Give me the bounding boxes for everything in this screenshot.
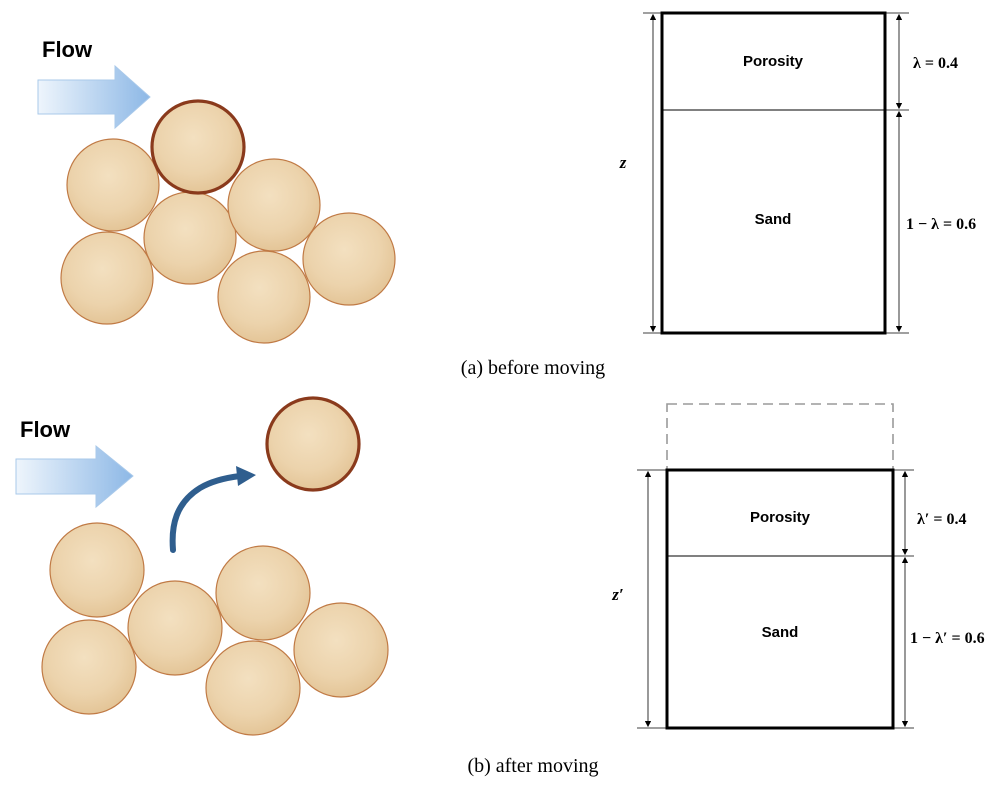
sand-grain (205, 640, 301, 736)
porosity-label: Porosity (743, 53, 804, 70)
sand-grain (66, 138, 160, 232)
sand-grain (302, 212, 396, 306)
sand-grain (60, 231, 154, 325)
flow-arrow-icon (37, 64, 151, 130)
sand-grain (293, 602, 389, 698)
flow-label: Flow (42, 37, 93, 62)
porosity-fraction-label: λ′ = 0.4 (917, 511, 966, 528)
sand-grain (215, 545, 311, 641)
height-label: z′ (611, 585, 623, 604)
lift-arrow-icon (169, 473, 243, 553)
sand-label: Sand (755, 211, 792, 228)
sand-grains-stack (60, 99, 396, 344)
moving-sand-grain (150, 99, 246, 195)
flow-arrow-icon (15, 444, 134, 509)
sand-grain (143, 191, 237, 285)
sand-label: Sand (762, 624, 799, 641)
sand-grain (49, 522, 145, 618)
volume-box-outline (665, 468, 895, 730)
porosity-label: Porosity (750, 509, 811, 526)
sand-fraction-label: 1 − λ = 0.6 (906, 216, 976, 233)
porosity-fraction-label: λ = 0.4 (913, 55, 958, 72)
sand-grains-stack (41, 522, 389, 736)
sand-grain (217, 250, 311, 344)
previous-volume-dashed-outline (666, 403, 894, 471)
panel-b: Flow Porosity Sand z′ (15, 396, 985, 777)
volume-box-b: Porosity Sand z′ λ′ = 0.4 1 − λ′ = 0.6 (611, 403, 985, 730)
sand-grain (41, 619, 137, 715)
sand-grain (227, 158, 321, 252)
caption-a: (a) before moving (461, 357, 605, 379)
lift-arrow-head-icon (236, 466, 256, 486)
sand-fraction-label: 1 − λ′ = 0.6 (910, 630, 985, 647)
moving-sand-grain (265, 396, 361, 492)
volume-box-outline (660, 11, 887, 335)
height-label: z (619, 153, 627, 172)
volume-box-a: Porosity Sand z λ = 0.4 1 − λ = 0.6 (619, 11, 976, 335)
panel-a: Flow Porosity Sand z (37, 11, 976, 379)
sand-grain (127, 580, 223, 676)
flow-label: Flow (20, 417, 71, 442)
caption-b: (b) after moving (467, 755, 598, 777)
